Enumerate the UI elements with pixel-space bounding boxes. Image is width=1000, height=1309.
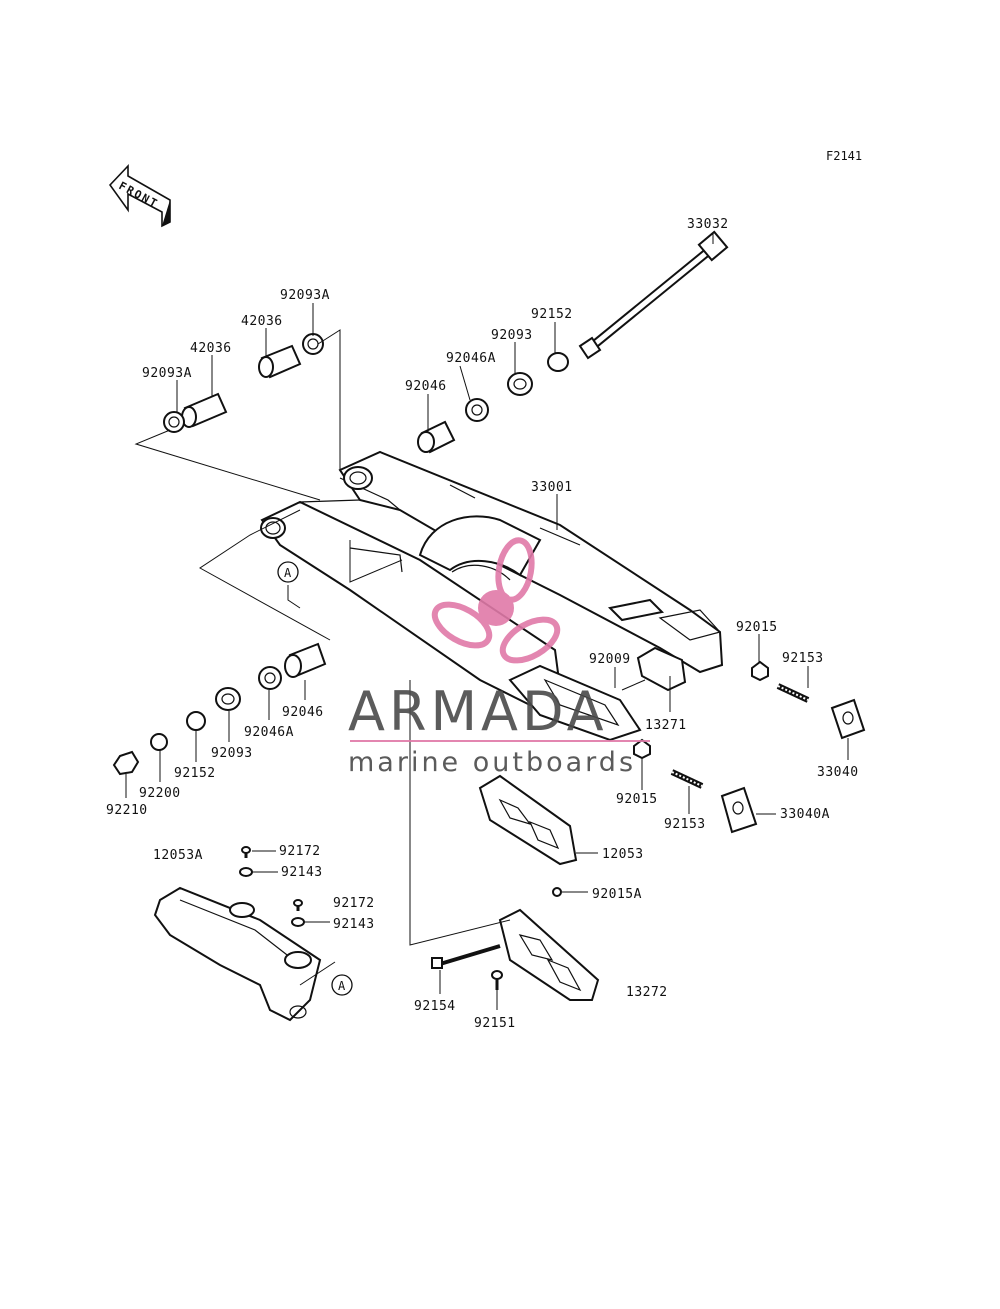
bushing-part — [258, 344, 302, 379]
washer-part — [239, 867, 253, 877]
part-label-92143-a: 92143 — [281, 865, 323, 880]
reference-lines — [134, 329, 511, 986]
chain-slider-part — [508, 664, 642, 742]
part-label-92015-right: 92015 — [736, 620, 778, 635]
part-label-92046-top: 92046 — [405, 379, 447, 394]
cap-part — [302, 333, 324, 355]
figure-code: F2141 — [826, 149, 862, 163]
adjuster-nut-part — [751, 660, 769, 682]
chain-guide-plate-part — [498, 908, 600, 1001]
washer-part — [291, 917, 305, 927]
chain-guide-plate-part — [636, 646, 687, 692]
part-label-92009: 92009 — [589, 652, 631, 667]
part-label-42036-mid: 42036 — [190, 341, 232, 356]
oil-seal-part — [465, 398, 489, 422]
reference-marker-a: A — [331, 974, 353, 996]
part-label-92046a-low: 92046A — [244, 725, 294, 740]
svg-text:A: A — [284, 566, 292, 580]
part-label-92151: 92151 — [474, 1016, 516, 1031]
seal-ring-part — [507, 372, 533, 396]
part-label-33001: 33001 — [531, 480, 573, 495]
part-label-92015a: 92015A — [592, 887, 642, 902]
part-label-92154: 92154 — [414, 999, 456, 1014]
adjuster-nut-part — [633, 738, 651, 760]
part-label-33040a: 33040A — [780, 807, 830, 822]
watermark: ARMADA marine outboards — [348, 537, 650, 778]
screw-part — [293, 899, 303, 911]
part-label-92210: 92210 — [106, 803, 148, 818]
chain-slider-lower-part — [153, 886, 322, 1022]
oil-seal-inner-part — [471, 404, 483, 416]
svg-text:A: A — [338, 979, 346, 993]
part-label-92153-right: 92153 — [782, 651, 824, 666]
chain-adjuster-part — [830, 698, 866, 740]
screw-part — [491, 970, 503, 990]
adjuster-bolt-part — [670, 769, 704, 789]
part-label-92172-a: 92172 — [279, 844, 321, 859]
adjuster-bolt-part — [776, 683, 810, 703]
part-label-92093a-left: 92093A — [142, 366, 192, 381]
part-label-13271: 13271 — [645, 718, 687, 733]
front-arrow-icon: FRONT — [108, 163, 171, 228]
part-label-92015-mid: 92015 — [616, 792, 658, 807]
part-label-92093a-top: 92093A — [280, 288, 330, 303]
cap-part — [163, 411, 185, 433]
part-label-92153-mid: 92153 — [664, 817, 706, 832]
part-label-92200: 92200 — [139, 786, 181, 801]
chain-adjuster-hole — [842, 711, 854, 725]
part-label-92093-top: 92093 — [491, 328, 533, 343]
collar-part — [186, 711, 206, 731]
leader-lines — [125, 232, 849, 1010]
part-label-92152-top: 92152 — [531, 307, 573, 322]
collar-part — [547, 352, 569, 372]
part-label-92046-low: 92046 — [282, 705, 324, 720]
part-label-92143-b: 92143 — [333, 917, 375, 932]
reference-marker-a: A — [277, 561, 299, 583]
seal-ring-inner-part — [221, 693, 235, 705]
needle-bearing-part — [417, 420, 456, 454]
part-label-92093-low: 92093 — [211, 746, 253, 761]
bolt-head-part — [552, 887, 562, 897]
bushing-part — [181, 392, 228, 428]
propeller-logo-icon — [431, 537, 561, 664]
chain-adjuster-part — [720, 786, 758, 834]
cap-inner-part — [168, 416, 180, 428]
pivot-shaft-part — [578, 230, 729, 360]
watermark-brand: ARMADA — [348, 680, 608, 743]
long-bolt-part — [431, 944, 501, 969]
chain-guide-part — [478, 774, 578, 866]
part-label-12053a: 12053A — [153, 848, 203, 863]
seal-ring-inner-part — [513, 378, 527, 390]
part-label-92046a-top: 92046A — [446, 351, 496, 366]
washer-part — [150, 733, 168, 751]
oil-seal-inner-part — [264, 672, 276, 684]
watermark-tagline: marine outboards — [348, 747, 636, 778]
part-label-33040: 33040 — [817, 765, 859, 780]
chain-adjuster-hole — [732, 801, 744, 815]
part-label-33032: 33032 — [687, 217, 729, 232]
part-label-92152-low: 92152 — [174, 766, 216, 781]
seal-ring-part — [215, 687, 241, 711]
nut-part — [112, 750, 140, 776]
screw-part — [241, 846, 251, 858]
needle-bearing-part — [284, 642, 327, 678]
part-label-92172-b: 92172 — [333, 896, 375, 911]
part-label-12053: 12053 — [602, 847, 644, 862]
oil-seal-part — [258, 666, 282, 690]
part-label-42036-top: 42036 — [241, 314, 283, 329]
part-label-13272: 13272 — [626, 985, 668, 1000]
